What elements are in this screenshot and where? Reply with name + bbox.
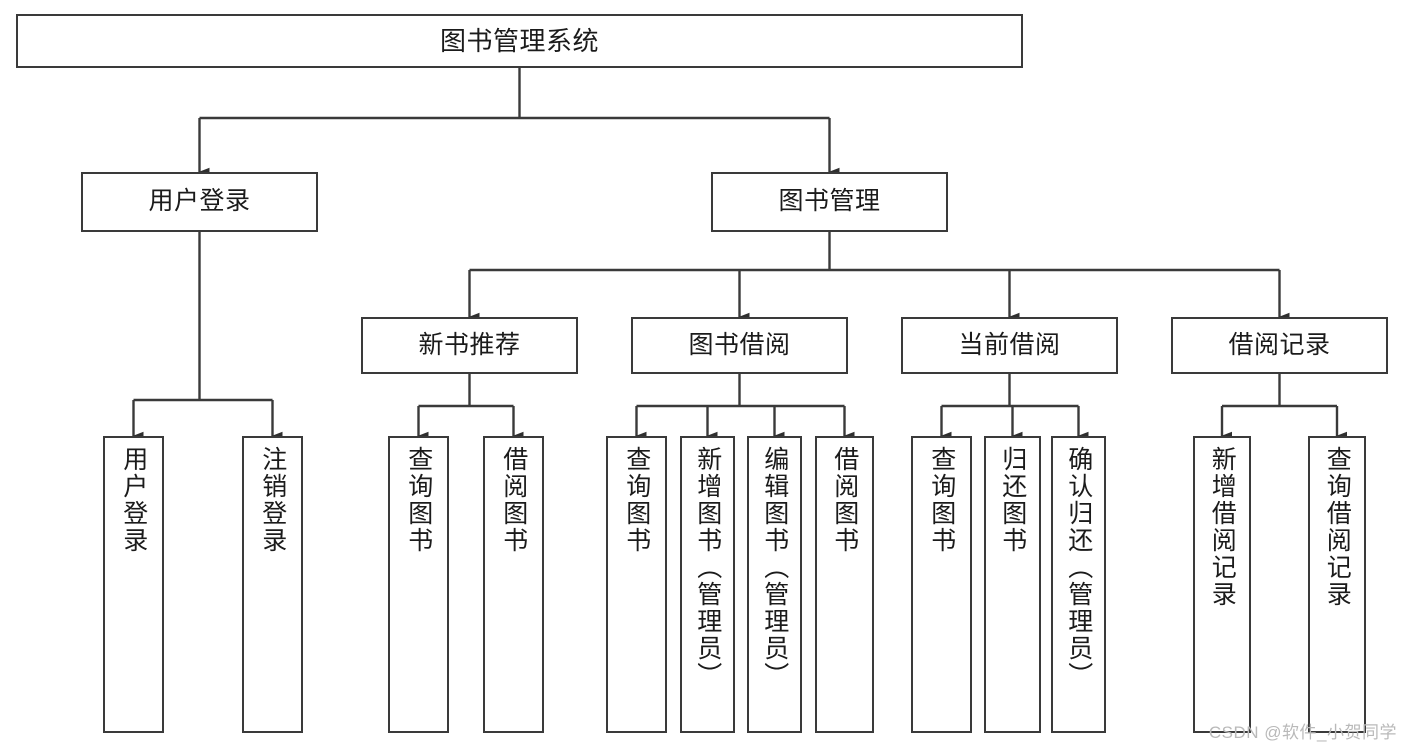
node-label: 借阅图书 bbox=[830, 446, 859, 554]
node-label: 确认归还（管理员） bbox=[1064, 446, 1093, 689]
node-label: 编辑图书（管理员） bbox=[760, 446, 789, 689]
node-leaf-edit-book[interactable]: 编辑图书（管理员） bbox=[747, 436, 802, 733]
node-leaf-add-record[interactable]: 新增借阅记录 bbox=[1193, 436, 1251, 733]
node-leaf-user-login[interactable]: 用户登录 bbox=[103, 436, 164, 733]
node-label: 借阅图书 bbox=[499, 446, 528, 554]
node-label: 图书借阅 bbox=[688, 330, 791, 359]
node-label: 查询借阅记录 bbox=[1323, 446, 1352, 608]
node-leaf-query-book-1[interactable]: 查询图书 bbox=[388, 436, 449, 733]
node-book-borrow[interactable]: 图书借阅 bbox=[631, 317, 848, 374]
node-label: 用户登录 bbox=[119, 446, 148, 554]
node-label: 新书推荐 bbox=[418, 330, 521, 359]
node-leaf-borrow-book-1[interactable]: 借阅图书 bbox=[483, 436, 544, 733]
node-label: 图书管理系统 bbox=[439, 25, 599, 56]
node-label: 用户登录 bbox=[148, 187, 251, 216]
node-label: 新增借阅记录 bbox=[1208, 446, 1237, 608]
node-leaf-add-book[interactable]: 新增图书（管理员） bbox=[680, 436, 735, 733]
node-label: 注销登录 bbox=[258, 446, 287, 554]
node-label: 查询图书 bbox=[927, 446, 956, 554]
node-leaf-query-book-3[interactable]: 查询图书 bbox=[911, 436, 972, 733]
node-label: 借阅记录 bbox=[1228, 330, 1331, 359]
node-new-book-rec[interactable]: 新书推荐 bbox=[361, 317, 578, 374]
node-label: 查询图书 bbox=[404, 446, 433, 554]
node-leaf-query-record[interactable]: 查询借阅记录 bbox=[1308, 436, 1366, 733]
node-leaf-query-book-2[interactable]: 查询图书 bbox=[606, 436, 667, 733]
node-current-borrow[interactable]: 当前借阅 bbox=[901, 317, 1118, 374]
node-leaf-user-logout[interactable]: 注销登录 bbox=[242, 436, 303, 733]
node-borrow-record[interactable]: 借阅记录 bbox=[1171, 317, 1388, 374]
node-leaf-confirm-ret[interactable]: 确认归还（管理员） bbox=[1051, 436, 1106, 733]
node-label: 当前借阅 bbox=[958, 330, 1061, 359]
node-user-login[interactable]: 用户登录 bbox=[81, 172, 318, 232]
node-label: 查询图书 bbox=[622, 446, 651, 554]
node-book-manage[interactable]: 图书管理 bbox=[711, 172, 948, 232]
node-label: 图书管理 bbox=[778, 187, 881, 216]
node-leaf-borrow-book-2[interactable]: 借阅图书 bbox=[815, 436, 874, 733]
edge-group bbox=[132, 68, 1347, 441]
node-leaf-return-book[interactable]: 归还图书 bbox=[984, 436, 1041, 733]
node-label: 新增图书（管理员） bbox=[693, 446, 722, 689]
node-label: 归还图书 bbox=[998, 446, 1027, 554]
node-root[interactable]: 图书管理系统 bbox=[16, 14, 1023, 68]
